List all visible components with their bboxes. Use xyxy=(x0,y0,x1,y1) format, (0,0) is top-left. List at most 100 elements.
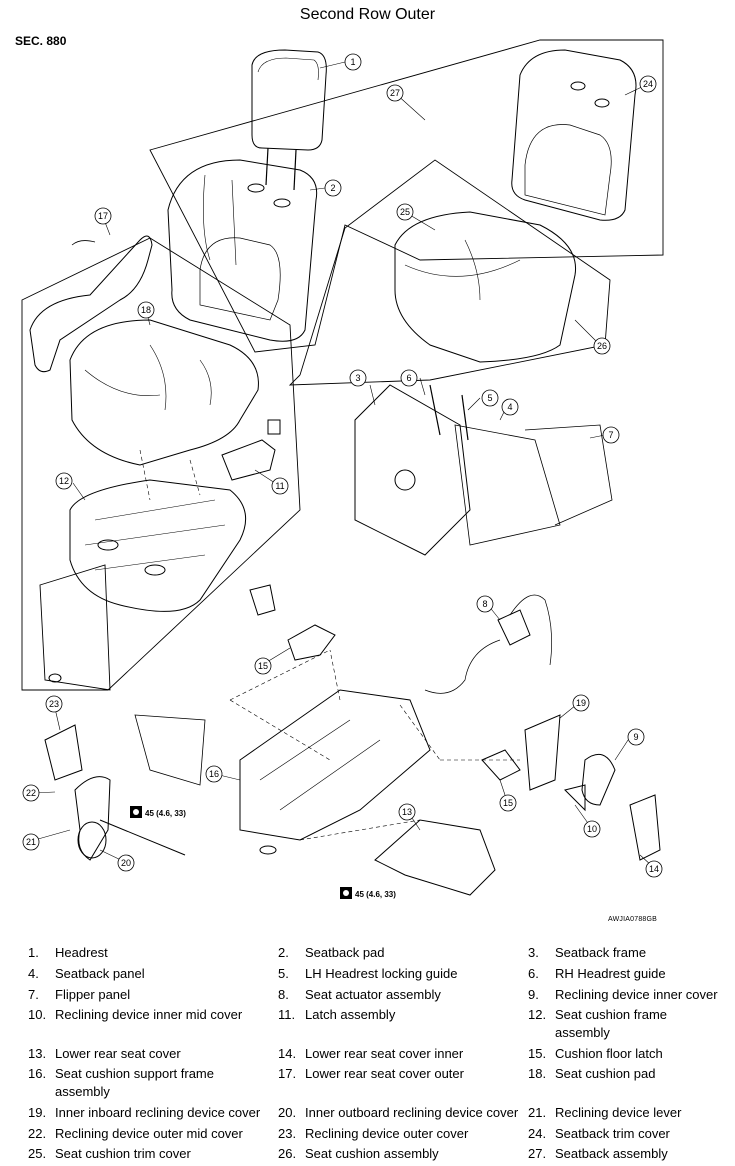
callout-25: 25 xyxy=(400,207,410,217)
legend-item: 19.Inner inboard reclining device cover xyxy=(28,1104,278,1125)
legend-item: 17.Lower rear seat cover outer xyxy=(278,1065,528,1103)
seatback-trim-cover-shape xyxy=(511,49,637,221)
legend-number: 12. xyxy=(528,1007,547,1023)
figure-code: AWJIA0788GB xyxy=(608,916,658,923)
callout-circle xyxy=(476,595,494,613)
legend-item: 18.Seat cushion pad xyxy=(528,1065,728,1103)
legend-number: 20. xyxy=(278,1104,297,1120)
callout-15a: 15 xyxy=(258,661,268,671)
legend-label: Inner outboard reclining device cover xyxy=(305,1104,519,1120)
torque-label-left: 45 (4.6, 33) xyxy=(145,809,186,818)
callout-circle xyxy=(396,203,414,221)
callout-11: 11 xyxy=(275,481,284,491)
callout-circle xyxy=(271,477,289,495)
legend-item: 3. Seatback frame xyxy=(528,944,728,965)
legend-label: Inner inboard reclining device cover xyxy=(55,1104,261,1120)
cushion-floor-latch-shapes xyxy=(249,584,521,781)
reclining-device-right-shapes xyxy=(524,714,661,861)
seat-cushion-pad-shape xyxy=(69,319,259,466)
legend-label: Seat cushion trim cover xyxy=(55,1146,191,1162)
callout-15b: 15 xyxy=(503,798,513,808)
legend-number: 23. xyxy=(278,1125,297,1141)
callout-17: 17 xyxy=(98,211,108,221)
legend-number: 21. xyxy=(528,1104,547,1120)
legend-label: Seatback panel xyxy=(55,965,145,981)
callout-circle xyxy=(645,860,663,878)
legend-label: Reclining device lever xyxy=(555,1104,682,1120)
dashed-alignment-lines xyxy=(139,449,520,841)
legend-number: 14. xyxy=(278,1045,297,1061)
callout-circles xyxy=(22,53,663,878)
legend-label: Reclining device outer mid cover xyxy=(55,1125,243,1141)
seatback-assembly-outline xyxy=(149,39,664,353)
callout-3: 3 xyxy=(355,373,360,383)
callout-circle xyxy=(94,207,112,225)
legend-label: Seat cushion frame assembly xyxy=(555,1007,668,1040)
legend-item: 12. Seat cushion frame assembly xyxy=(528,1006,728,1044)
callout-19: 19 xyxy=(576,698,586,708)
legend-number: 3. xyxy=(528,945,539,960)
callout-18: 18 xyxy=(141,305,151,315)
legend-item: 16. Seat cushion support frame assembly xyxy=(28,1065,278,1103)
seat-cushion-support-frame-shape xyxy=(239,689,431,855)
callout-12: 12 xyxy=(59,476,69,486)
lower-rear-seat-cover-outer-shape xyxy=(29,235,153,373)
torque-mark-left: 45 (4.6, 33) xyxy=(130,806,186,818)
callout-circle xyxy=(344,53,362,71)
callout-circle xyxy=(400,369,418,387)
legend-item: 8.Seat actuator assembly xyxy=(278,986,528,1007)
legend-number: 10. xyxy=(28,1007,47,1023)
legend-label: Seat cushion assembly xyxy=(305,1146,439,1162)
legend-number: 1. xyxy=(28,945,39,960)
callout-circle xyxy=(386,84,404,102)
legend-number: 26. xyxy=(278,1146,297,1162)
legend-label: Seat cushion support frame assembly xyxy=(55,1066,214,1099)
legend-label: Seatback frame xyxy=(555,945,647,960)
legend-label: LH Headrest locking guide xyxy=(305,965,458,981)
legend-item: 11.Latch assembly xyxy=(278,1006,528,1044)
legend-item: 25. Seat cushion trim cover xyxy=(28,1145,278,1166)
legend-number: 16. xyxy=(28,1066,47,1082)
legend-label: Seatback trim cover xyxy=(555,1125,670,1141)
seat-actuator-shape xyxy=(424,594,553,694)
callout-circle xyxy=(205,765,223,783)
section-label: SEC. 880 xyxy=(15,34,67,48)
legend-item: 9.Reclining device inner cover xyxy=(528,986,728,1007)
legend-item: 20. Inner outboard reclining device cover xyxy=(278,1104,528,1125)
callout-5: 5 xyxy=(487,393,492,403)
legend-number: 5. xyxy=(278,965,289,981)
legend-label: Seatback assembly xyxy=(555,1146,668,1162)
callout-7: 7 xyxy=(608,430,613,440)
legend-number: 8. xyxy=(278,986,289,1002)
legend-label: Lower rear seat cover inner xyxy=(305,1045,464,1061)
callout-20: 20 xyxy=(121,858,131,868)
cushion-frame-outline xyxy=(21,237,301,691)
callout-2: 2 xyxy=(330,183,335,193)
legend-item: 21. Reclining device lever xyxy=(528,1104,728,1125)
legend-number: 11. xyxy=(278,1007,296,1023)
callout-circle xyxy=(349,369,367,387)
legend-number: 17. xyxy=(278,1066,297,1082)
legend-item: 5. LH Headrest locking guide xyxy=(278,965,528,986)
legend-number: 25. xyxy=(28,1146,47,1162)
legend-label: Cushion floor latch xyxy=(555,1045,663,1061)
callout-4: 4 xyxy=(507,402,512,412)
callout-21: 21 xyxy=(26,837,36,847)
callout-leaders xyxy=(29,61,653,867)
legend-number: 15. xyxy=(528,1045,547,1061)
legend-number: 13. xyxy=(28,1045,47,1061)
legend-number: 24. xyxy=(528,1125,547,1141)
legend-number: 6. xyxy=(528,965,539,981)
seat-cushion-assembly-outline xyxy=(288,159,611,386)
callout-circle xyxy=(627,728,645,746)
legend-item: 13.Lower rear seat cover xyxy=(28,1045,278,1066)
callout-13: 13 xyxy=(402,807,412,817)
legend-item: 15. Cushion floor latch xyxy=(528,1045,728,1066)
legend-label: Seatback pad xyxy=(305,945,385,960)
legend-item: 10.Reclining device inner mid cover xyxy=(28,1006,278,1044)
lower-rear-seat-cover-shape xyxy=(374,819,496,896)
callout-9: 9 xyxy=(633,732,638,742)
legend-item: 26. Seat cushion assembly xyxy=(278,1145,528,1166)
legend-item: 1.Headrest xyxy=(28,944,278,965)
legend-item: 27.Seatback assembly xyxy=(528,1145,728,1166)
